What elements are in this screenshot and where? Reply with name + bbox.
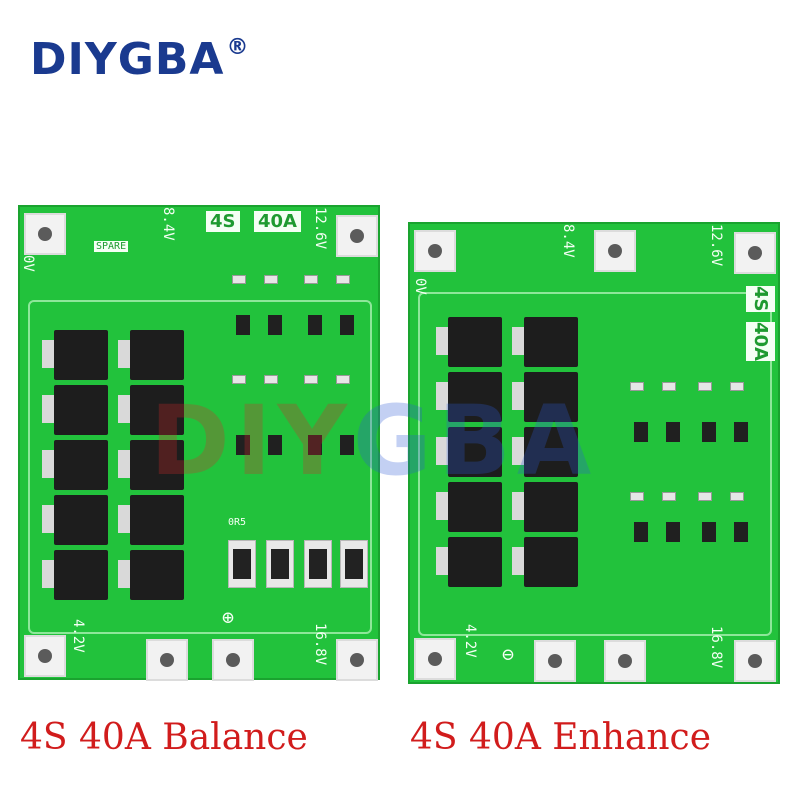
watermark-red: DIY [150,385,353,497]
mosfet [512,537,578,587]
label-0v: 0V [20,255,36,272]
smd-component [698,492,712,501]
solder-pad [734,232,776,274]
smd-component [630,382,644,391]
plus-symbol: ⊕ [222,605,235,629]
mosfet [118,440,184,490]
badge-cells: 4S [206,211,240,232]
label-0v: 0V [412,278,428,295]
mosfet [42,330,108,380]
smd-component [232,275,246,284]
solder-pad [534,640,576,682]
mosfet [42,440,108,490]
copper-trace [418,292,772,636]
ic-chip [308,435,322,455]
label-8-4v: 8.4V [160,207,176,241]
solder-pad [24,635,66,677]
mosfet [436,372,502,422]
smd-component [264,375,278,384]
copper-trace [28,300,372,634]
mosfet [512,427,578,477]
solder-pad [212,639,254,681]
ic-chip [634,522,648,542]
shunt-resistor [304,540,332,588]
badge-cells: 4S [746,286,775,312]
ic-chip [268,315,282,335]
ic-chip [340,315,354,335]
ic-chip [702,522,716,542]
solder-pad [734,640,776,682]
ic-chip [666,522,680,542]
ic-chip [734,422,748,442]
ic-chip [734,522,748,542]
mosfet [42,550,108,600]
smd-component [304,375,318,384]
mosfet [436,537,502,587]
ic-chip [236,315,250,335]
caption-balance: 4S 40A Balance [20,717,308,758]
pcb-board-enhance: 4S 40A 8.4V 12.6V 0V 4.2V 16.8V ⊖ [408,222,780,684]
smd-component [662,492,676,501]
mosfet [436,482,502,532]
mosfet [42,385,108,435]
resistor-label: 0R5 [228,517,247,528]
mosfet [512,482,578,532]
watermark-blue: GBA [352,385,598,497]
smd-component [336,375,350,384]
solder-pad [24,213,66,255]
smd-component [304,275,318,284]
caption-enhance: 4S 40A Enhance [410,717,712,758]
brand-logo: DIYGBA ® [30,30,248,90]
brand-name: DIYGBA [30,34,225,85]
badge-current: 40A [254,211,301,232]
ic-chip [268,435,282,455]
smd-component [662,382,676,391]
mosfet [118,385,184,435]
shunt-resistor [228,540,256,588]
solder-pad [146,639,188,681]
mosfet [512,317,578,367]
ic-chip [340,435,354,455]
label-4-2v: 4.2V [70,619,86,653]
mosfet [42,495,108,545]
smd-component [232,375,246,384]
label-16-8v: 16.8V [708,626,724,669]
label-16-8v: 16.8V [312,623,328,666]
smd-component [730,382,744,391]
solder-pad [604,640,646,682]
label-4-2v: 4.2V [462,624,478,658]
label-8-4v: 8.4V [560,224,576,258]
smd-component [698,382,712,391]
smd-component [730,492,744,501]
smd-component [630,492,644,501]
mosfet [436,317,502,367]
mosfet [512,372,578,422]
solder-pad [594,230,636,272]
solder-pad [336,215,378,257]
label-spare: SPARE [94,241,129,252]
pcb-board-balance: 4S 40A 8.4V 12.6V 0V SPARE 4.2V 16.8V ⊕ … [18,205,380,681]
shunt-resistor [266,540,294,588]
registered-mark: ® [226,35,249,60]
solder-pad [414,230,456,272]
ic-chip [236,435,250,455]
ic-chip [308,315,322,335]
minus-symbol: ⊖ [502,642,515,666]
solder-pad [336,639,378,681]
shunt-resistor [340,540,368,588]
ic-chip [634,422,648,442]
mosfet [118,495,184,545]
ic-chip [666,422,680,442]
solder-pad [414,638,456,680]
smd-component [264,275,278,284]
label-12-6v: 12.6V [708,224,724,267]
ic-chip [702,422,716,442]
mosfet [118,550,184,600]
brand-watermark: DIYGBA [150,385,597,497]
mosfet [118,330,184,380]
mosfet [436,427,502,477]
label-12-6v: 12.6V [312,207,328,250]
smd-component [336,275,350,284]
badge-current: 40A [746,322,775,361]
